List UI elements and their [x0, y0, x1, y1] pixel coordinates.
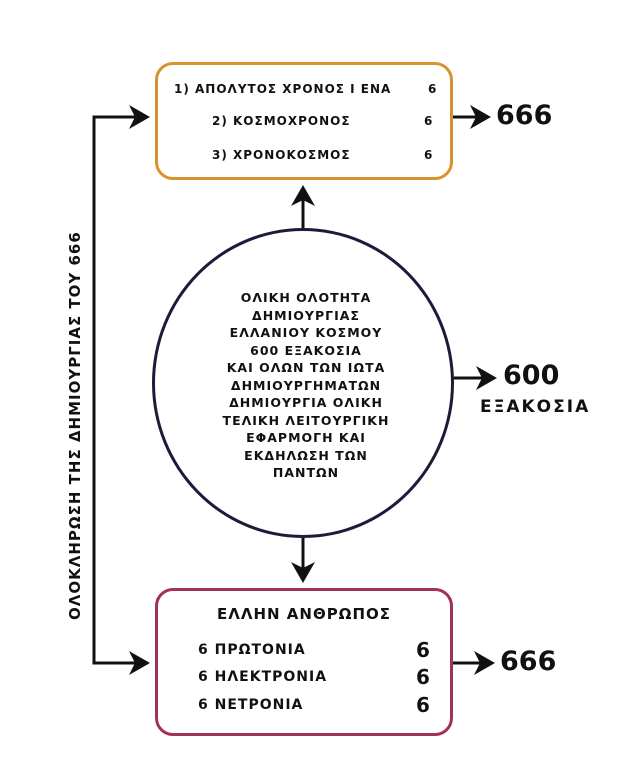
circle-line: ΕΚΔΗΛΩΣΗ ΤΩΝ: [244, 447, 368, 463]
top-result: 666: [496, 100, 553, 131]
top-row-2-label: 2) ΚΟΣΜΟΧΡΟΝΟΣ: [212, 114, 351, 128]
circle-line: ΔΗΜΙΟΥΡΓΙΑΣ: [252, 307, 360, 323]
circle-line: ΔΗΜΙΟΥΡΓΗΜΑΤΩΝ: [230, 377, 382, 393]
circle-line: ΠΑΝΤΩΝ: [272, 465, 340, 480]
left-bracket-line: [92, 115, 141, 665]
circle-line: ΤΕΛΙΚΗ ΛΕΙΤΟΥΡΓΙΚΗ: [222, 412, 390, 428]
bottom-row-1-label: 6 ΠΡΩΤΟΝΙΑ: [198, 642, 306, 658]
bottom-row-2-label: 6 ΗΛΕΚΤΡΟΝΙΑ: [198, 669, 328, 685]
circle-line: ΟΛΙΚΗ ΟΛΟΤΗΤΑ: [240, 290, 372, 305]
bottom-title: ΕΛΛΗΝ ΑΝΘΡΩΠΟΣ: [216, 605, 391, 623]
circle-line: ΚΑΙ ΟΛΩΝ ΤΩΝ ΙΩΤΑ: [226, 360, 386, 375]
circle-line: ΕΛΛΑΝΙΟΥ ΚΟΣΜΟΥ: [229, 325, 383, 340]
center-circle: ΟΛΙΚΗ ΟΛΟΤΗΤΑ ΔΗΜΙΟΥΡΓΙΑΣ ΕΛΛΑΝΙΟΥ ΚΟΣΜΟ…: [152, 228, 454, 538]
circle-line: ΕΦΑΡΜΟΓΗ ΚΑΙ: [246, 430, 366, 445]
bottom-row-2-value: 6: [416, 665, 430, 689]
top-row-1-value: 6: [428, 82, 437, 96]
bottom-row-1-value: 6: [416, 638, 430, 662]
bottom-result: 666: [500, 646, 557, 677]
bottom-box: ΕΛΛΗΝ ΑΝΘΡΩΠΟΣ 6 ΠΡΩΤΟΝΙΑ 6 6 ΗΛΕΚΤΡΟΝΙΑ…: [155, 588, 453, 736]
circle-line: ΔΗΜΙΟΥΡΓΙΑ ΟΛΙΚΗ: [229, 395, 383, 410]
top-row-3-label: 3) ΧΡΟΝΟΚΟΣΜΟΣ: [212, 148, 351, 162]
circle-result-word: ΕΞΑΚΟΣΙΑ: [480, 397, 591, 417]
circle-line: 600 ΕΞΑΚΟΣΙΑ: [250, 342, 362, 358]
circle-result-number: 600: [503, 360, 560, 391]
top-row-2-value: 6: [424, 114, 433, 128]
top-row-1-label: 1) ΑΠΟΛΥΤΟΣ ΧΡΟΝΟΣ Ι ΕΝΑ: [174, 82, 392, 96]
top-row-3-value: 6: [424, 148, 433, 162]
bottom-row-3-value: 6: [416, 693, 430, 717]
top-box: 1) ΑΠΟΛΥΤΟΣ ΧΡΟΝΟΣ Ι ΕΝΑ 6 2) ΚΟΣΜΟΧΡΟΝΟ…: [155, 62, 453, 180]
bottom-row-3-label: 6 ΝΕΤΡΟΝΙΑ: [198, 697, 304, 713]
circle-text: ΟΛΙΚΗ ΟΛΟΤΗΤΑ ΔΗΜΙΟΥΡΓΙΑΣ ΕΛΛΑΝΙΟΥ ΚΟΣΜΟ…: [215, 289, 397, 482]
side-label: ΟΛΟΚΛΗΡΩΣΗ ΤΗΣ ΔΗΜΙΟΥΡΓΙΑΣ ΤΟΥ 666: [66, 231, 84, 620]
